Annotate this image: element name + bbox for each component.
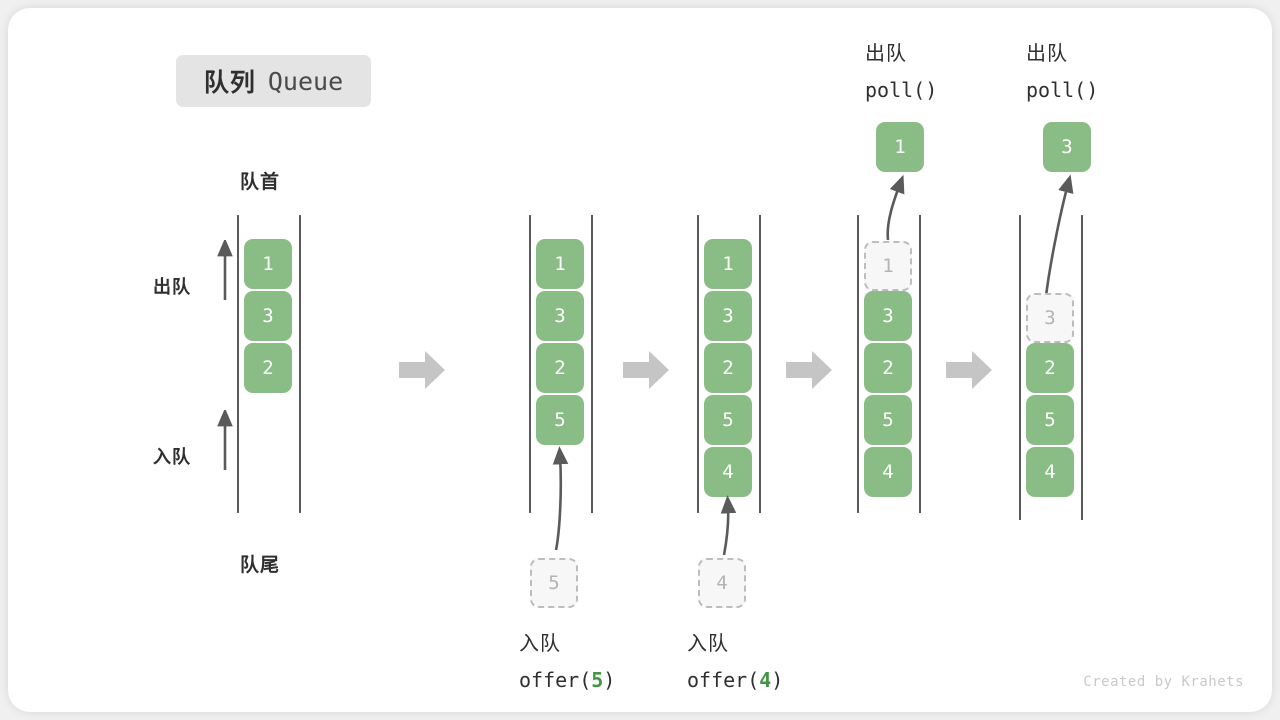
- title-english: Queue: [267, 66, 344, 96]
- dequeue-arrow-1: [886, 174, 905, 241]
- queue-tile: 4: [864, 447, 912, 497]
- step-arrow-icon: [399, 351, 445, 389]
- operation-label-cn: 入队: [687, 633, 729, 655]
- operation-label-cn: 出队: [865, 43, 907, 65]
- operation-code: poll(): [1026, 78, 1099, 102]
- queue-tile: 2: [244, 343, 292, 393]
- queue-rail-left-3: [697, 215, 699, 513]
- dequeue-direction-arrow: [217, 240, 233, 300]
- step-arrow-icon: [786, 351, 832, 389]
- op-code-suffix: ): [603, 668, 616, 692]
- queue-tile: 1: [536, 239, 584, 289]
- queue-tile-new: 4: [704, 447, 752, 497]
- dequeue-side-label: 出队: [153, 277, 191, 297]
- queue-rail-right-3: [759, 215, 761, 513]
- tail-label: 队尾: [240, 555, 281, 576]
- queue-rail-right-5: [1081, 215, 1083, 520]
- queue-rail-right-2: [591, 215, 593, 513]
- operation-code: offer(5): [519, 662, 615, 698]
- enqueue-side-label: 入队: [153, 447, 191, 467]
- op-code-arg: 4: [759, 668, 772, 692]
- popped-tile: 1: [876, 122, 924, 172]
- queue-tile: 3: [864, 291, 912, 341]
- operation-label-cn: 入队: [519, 633, 561, 655]
- queue-rail-right-1: [299, 215, 301, 513]
- queue-tile: 2: [704, 343, 752, 393]
- enqueue-arrow-5: [552, 446, 569, 551]
- dequeue-arrow-3: [1044, 174, 1074, 297]
- queue-rail-left-5: [1019, 215, 1021, 520]
- input-ghost-tile: 5: [530, 558, 578, 608]
- operation-caption-offer-4: 入队 offer(4): [687, 626, 783, 698]
- operation-code: offer(4): [687, 662, 783, 698]
- queue-tile: 3: [704, 291, 752, 341]
- enqueue-arrow-4: [720, 495, 737, 556]
- op-code-prefix: offer(: [519, 668, 592, 692]
- queue-rail-left-2: [529, 215, 531, 513]
- diagram-card: 队列 Queue 队首 1 3 2 出队 入队 队尾: [8, 8, 1272, 712]
- operation-caption-poll-3: 出队 poll(): [1026, 36, 1098, 108]
- queue-tile: 2: [864, 343, 912, 393]
- op-code-prefix: offer(: [687, 668, 760, 692]
- operation-caption-offer-5: 入队 offer(5): [519, 626, 615, 698]
- input-ghost-tile: 4: [698, 558, 746, 608]
- removed-ghost-tile: 3: [1026, 293, 1074, 343]
- op-code-arg: 5: [591, 668, 604, 692]
- operation-label-cn: 出队: [1026, 43, 1068, 65]
- title-chinese: 队列: [203, 69, 256, 97]
- queue-tile: 4: [1026, 447, 1074, 497]
- queue-tile: 1: [244, 239, 292, 289]
- queue-tile: 5: [1026, 395, 1074, 445]
- step-arrow-icon: [623, 351, 669, 389]
- queue-rail-left-1: [237, 215, 239, 513]
- popped-tile: 3: [1043, 122, 1091, 172]
- step-arrow-icon: [946, 351, 992, 389]
- enqueue-direction-arrow: [217, 410, 233, 470]
- head-label: 队首: [240, 172, 281, 193]
- removed-ghost-tile: 1: [864, 241, 912, 291]
- queue-tile: 2: [536, 343, 584, 393]
- diagram-title-badge: 队列 Queue: [176, 55, 371, 107]
- queue-tile: 5: [704, 395, 752, 445]
- queue-rail-right-4: [919, 215, 921, 513]
- queue-tile: 3: [244, 291, 292, 341]
- queue-tile: 5: [864, 395, 912, 445]
- queue-tile-new: 5: [536, 395, 584, 445]
- queue-tile: 2: [1026, 343, 1074, 393]
- operation-code: poll(): [865, 78, 938, 102]
- queue-rail-left-4: [857, 215, 859, 513]
- op-code-suffix: ): [771, 668, 784, 692]
- credit-text: Created by Krahets: [1083, 674, 1244, 690]
- queue-tile: 1: [704, 239, 752, 289]
- operation-caption-poll-1: 出队 poll(): [865, 36, 937, 108]
- queue-tile: 3: [536, 291, 584, 341]
